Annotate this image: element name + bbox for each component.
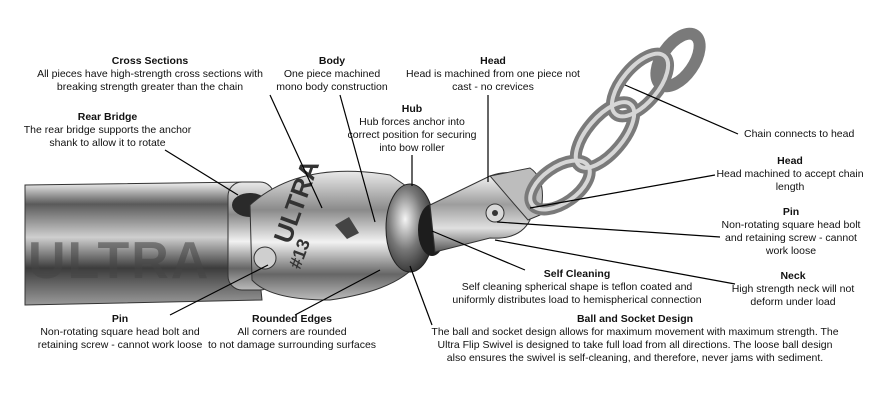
callout-text: correct position for securing	[347, 129, 477, 141]
callout-text: to not damage surrounding surfaces	[207, 339, 377, 351]
callout-cross-sections: Cross Sections All pieces have high-stre…	[20, 55, 280, 94]
leader-pin-left	[169, 264, 269, 316]
callout-text: into bow roller	[379, 142, 445, 154]
callout-text: The ball and socket design allows for ma…	[431, 326, 839, 338]
callout-text: work loose	[765, 245, 817, 257]
callout-text: Head machined to accept chain	[716, 168, 864, 180]
leader-body	[339, 94, 376, 223]
callout-text: retaining screw - cannot work loose	[37, 339, 203, 351]
leader-ball-socket	[409, 265, 433, 326]
callout-text: Non-rotating square head bolt and	[40, 326, 200, 338]
anchor-shank: ULTRA	[24, 181, 263, 306]
callout-self-cleaning: Self Cleaning Self cleaning spherical sh…	[442, 268, 712, 307]
leader-self-cleaning	[431, 230, 526, 271]
leader-pin-right	[496, 221, 721, 238]
callout-head-right: Head Head machined to accept chain lengt…	[716, 155, 864, 194]
callout-title: Neck	[780, 270, 806, 282]
pin-left-head	[253, 246, 277, 270]
callout-ball-socket: Ball and Socket Design The ball and sock…	[430, 313, 840, 365]
callout-text: and retaining screw - cannot	[725, 232, 857, 244]
callout-text: One piece machined	[283, 68, 381, 80]
callout-text: Hub forces anchor into	[359, 116, 465, 128]
leader-chain	[624, 84, 739, 135]
callout-title: Ball and Socket Design	[576, 313, 694, 325]
leader-rounded-edges	[294, 269, 381, 316]
callout-hub: Hub Hub forces anchor into correct posit…	[342, 103, 482, 155]
callout-title: Head	[777, 155, 803, 167]
swivel-body: ULTRA #13	[249, 156, 421, 301]
callout-text: High strength neck will not	[731, 283, 855, 295]
callout-chain: Chain connects to head	[744, 128, 864, 141]
callout-rear-bridge: Rear Bridge The rear bridge supports the…	[20, 111, 195, 150]
callout-head-top: Head Head is machined from one piece not…	[398, 55, 588, 94]
callout-text: The rear bridge supports the anchor	[23, 124, 192, 136]
callout-pin-left: Pin Non-rotating square head bolt and re…	[20, 313, 220, 352]
callout-text: Head is machined from one piece not	[406, 68, 580, 80]
callout-title: Rear Bridge	[77, 111, 138, 123]
callout-text: Non-rotating square head bolt	[721, 219, 861, 231]
callout-text: length	[775, 181, 805, 193]
leader-cross-sections	[269, 94, 323, 209]
callout-text: All pieces have high-strength cross sect…	[37, 68, 263, 80]
callout-text: Ultra Flip Swivel is designed to take fu…	[437, 339, 833, 351]
leader-head-right	[529, 174, 716, 209]
shank-brand-text: ULTRA	[28, 232, 210, 290]
callout-title: Cross Sections	[111, 55, 189, 67]
callout-pin-right: Pin Non-rotating square head bolt and re…	[718, 206, 864, 258]
callout-text: uniformly distributes load to hemispheri…	[452, 294, 702, 306]
callout-title: Hub	[401, 103, 423, 115]
callout-text: cast - no crevices	[452, 81, 534, 93]
leader-rear-bridge	[164, 149, 239, 196]
callout-text: deform under load	[750, 296, 836, 308]
callout-title: Self Cleaning	[543, 268, 611, 280]
callout-text: breaking strength greater than the chain	[56, 81, 244, 93]
callout-title: Pin	[782, 206, 800, 218]
leader-lines	[164, 84, 739, 326]
callout-title: Rounded Edges	[252, 313, 332, 325]
callout-neck: Neck High strength neck will not deform …	[722, 270, 864, 309]
callout-text: mono body construction	[276, 81, 388, 93]
swivel-head	[429, 167, 543, 253]
callout-text: also ensures the swivel is self-cleaning…	[446, 352, 824, 364]
callout-text: Chain connects to head	[744, 128, 855, 140]
leader-neck	[494, 239, 736, 285]
callout-rounded-edges: Rounded Edges All corners are rounded to…	[204, 313, 380, 352]
callout-title: Pin	[111, 313, 129, 325]
callout-text: All corners are rounded	[237, 326, 347, 338]
callout-title: Body	[318, 55, 346, 67]
callout-text: Self cleaning spherical shape is teflon …	[461, 281, 693, 293]
callout-title: Head	[480, 55, 506, 67]
callout-text: shank to allow it to rotate	[49, 137, 166, 149]
callout-body: Body One piece machined mono body constr…	[262, 55, 402, 94]
